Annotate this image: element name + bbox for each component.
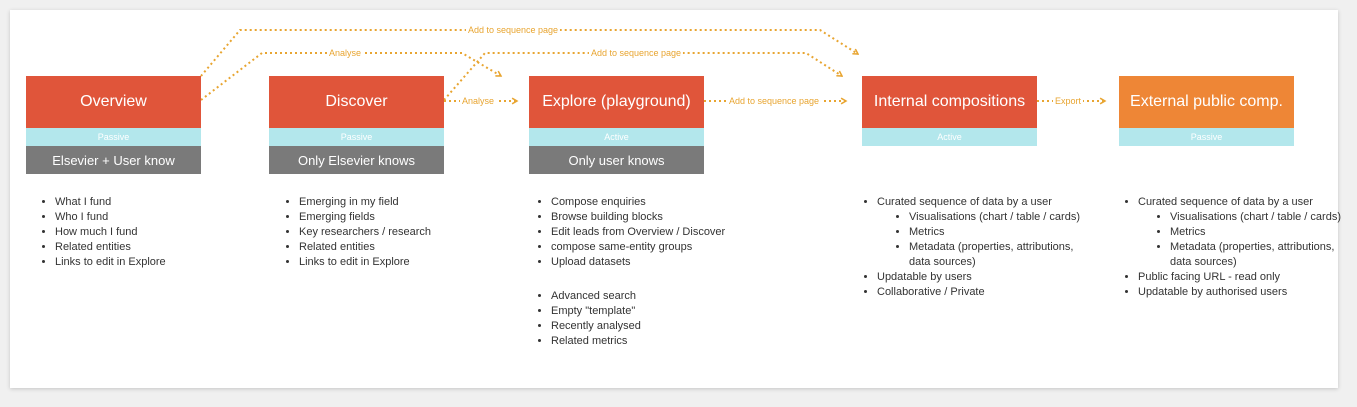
list-item: How much I fund: [55, 225, 215, 240]
label-add-to-sequence-explore: Add to sequence page: [726, 95, 822, 107]
stage-explore-knowledge: Only user knows: [529, 146, 704, 174]
stage-overview-box[interactable]: Overview: [26, 76, 201, 128]
list-item: Updatable by authorised users: [1138, 285, 1348, 300]
stage-explore-mode: Active: [529, 128, 704, 146]
list-spacer: [551, 270, 726, 289]
stage-explore-list: Compose enquiries Browse building blocks…: [534, 195, 726, 349]
list-item: Compose enquiries: [551, 195, 726, 210]
sub-list-item: Metadata (properties, attributions, data…: [1170, 240, 1348, 270]
list-item-text: Curated sequence of data by a user: [1138, 196, 1313, 208]
list-item: Collaborative / Private: [877, 285, 1087, 300]
list-item: Related entities: [299, 240, 474, 255]
list-item: Curated sequence of data by a user Visua…: [877, 195, 1087, 270]
list-item: compose same-entity groups: [551, 240, 726, 255]
sub-list-item: Visualisations (chart / table / cards): [909, 210, 1087, 225]
list-item: Links to edit in Explore: [55, 255, 215, 270]
sub-list-item: Metrics: [1170, 225, 1348, 240]
diagram-canvas: [10, 10, 1338, 388]
list-item: What I fund: [55, 195, 215, 210]
arrow-discover-to-internal: [443, 52, 842, 101]
sub-list-item: Visualisations (chart / table / cards): [1170, 210, 1348, 225]
list-item: Updatable by users: [877, 270, 1087, 285]
stage-external-mode: Passive: [1119, 128, 1294, 146]
list-item: Related entities: [55, 240, 215, 255]
label-add-to-sequence-discover: Add to sequence page: [588, 47, 684, 59]
list-item: Emerging in my field: [299, 195, 474, 210]
stage-discover-mode: Passive: [269, 128, 444, 146]
stage-overview-list: What I fund Who I fund How much I fund R…: [38, 195, 215, 270]
list-item: Public facing URL - read only: [1138, 270, 1348, 285]
stage-overview-knowledge: Elsevier + User know: [26, 146, 201, 174]
list-item: Advanced search: [551, 289, 726, 304]
list-item: Upload datasets: [551, 255, 726, 270]
stage-overview-mode: Passive: [26, 128, 201, 146]
stage-discover-knowledge: Only Elsevier knows: [269, 146, 444, 174]
label-analyse-overview: Analyse: [326, 47, 364, 59]
sub-list-item: Metadata (properties, attributions, data…: [909, 240, 1087, 270]
stage-internal-box[interactable]: Internal compositions: [862, 76, 1037, 128]
list-item: Curated sequence of data by a user Visua…: [1138, 195, 1348, 270]
stage-external-list: Curated sequence of data by a user Visua…: [1121, 195, 1348, 300]
list-item: Browse building blocks: [551, 210, 726, 225]
label-add-to-sequence-top: Add to sequence page: [465, 24, 561, 36]
list-item: Recently analysed: [551, 319, 726, 334]
stage-external-box[interactable]: External public comp.: [1119, 76, 1294, 128]
stage-internal-list: Curated sequence of data by a user Visua…: [860, 195, 1087, 300]
list-item: Links to edit in Explore: [299, 255, 474, 270]
list-item: Who I fund: [55, 210, 215, 225]
stage-internal-mode: Active: [862, 128, 1037, 146]
list-item: Key researchers / research: [299, 225, 474, 240]
stage-explore-box[interactable]: Explore (playground): [529, 76, 704, 128]
stage-discover-list: Emerging in my field Emerging fields Key…: [282, 195, 474, 270]
list-item: Emerging fields: [299, 210, 474, 225]
sub-list-item: Metrics: [909, 225, 1087, 240]
label-export: Export: [1052, 95, 1084, 107]
sub-list: Visualisations (chart / table / cards) M…: [1138, 210, 1348, 270]
list-item: Edit leads from Overview / Discover: [551, 225, 726, 240]
list-item: Related metrics: [551, 334, 726, 349]
sub-list: Visualisations (chart / table / cards) M…: [877, 210, 1087, 270]
stage-discover-box[interactable]: Discover: [269, 76, 444, 128]
label-analyse-discover: Analyse: [459, 95, 497, 107]
list-item-text: Curated sequence of data by a user: [877, 196, 1052, 208]
list-item: Empty "template": [551, 304, 726, 319]
